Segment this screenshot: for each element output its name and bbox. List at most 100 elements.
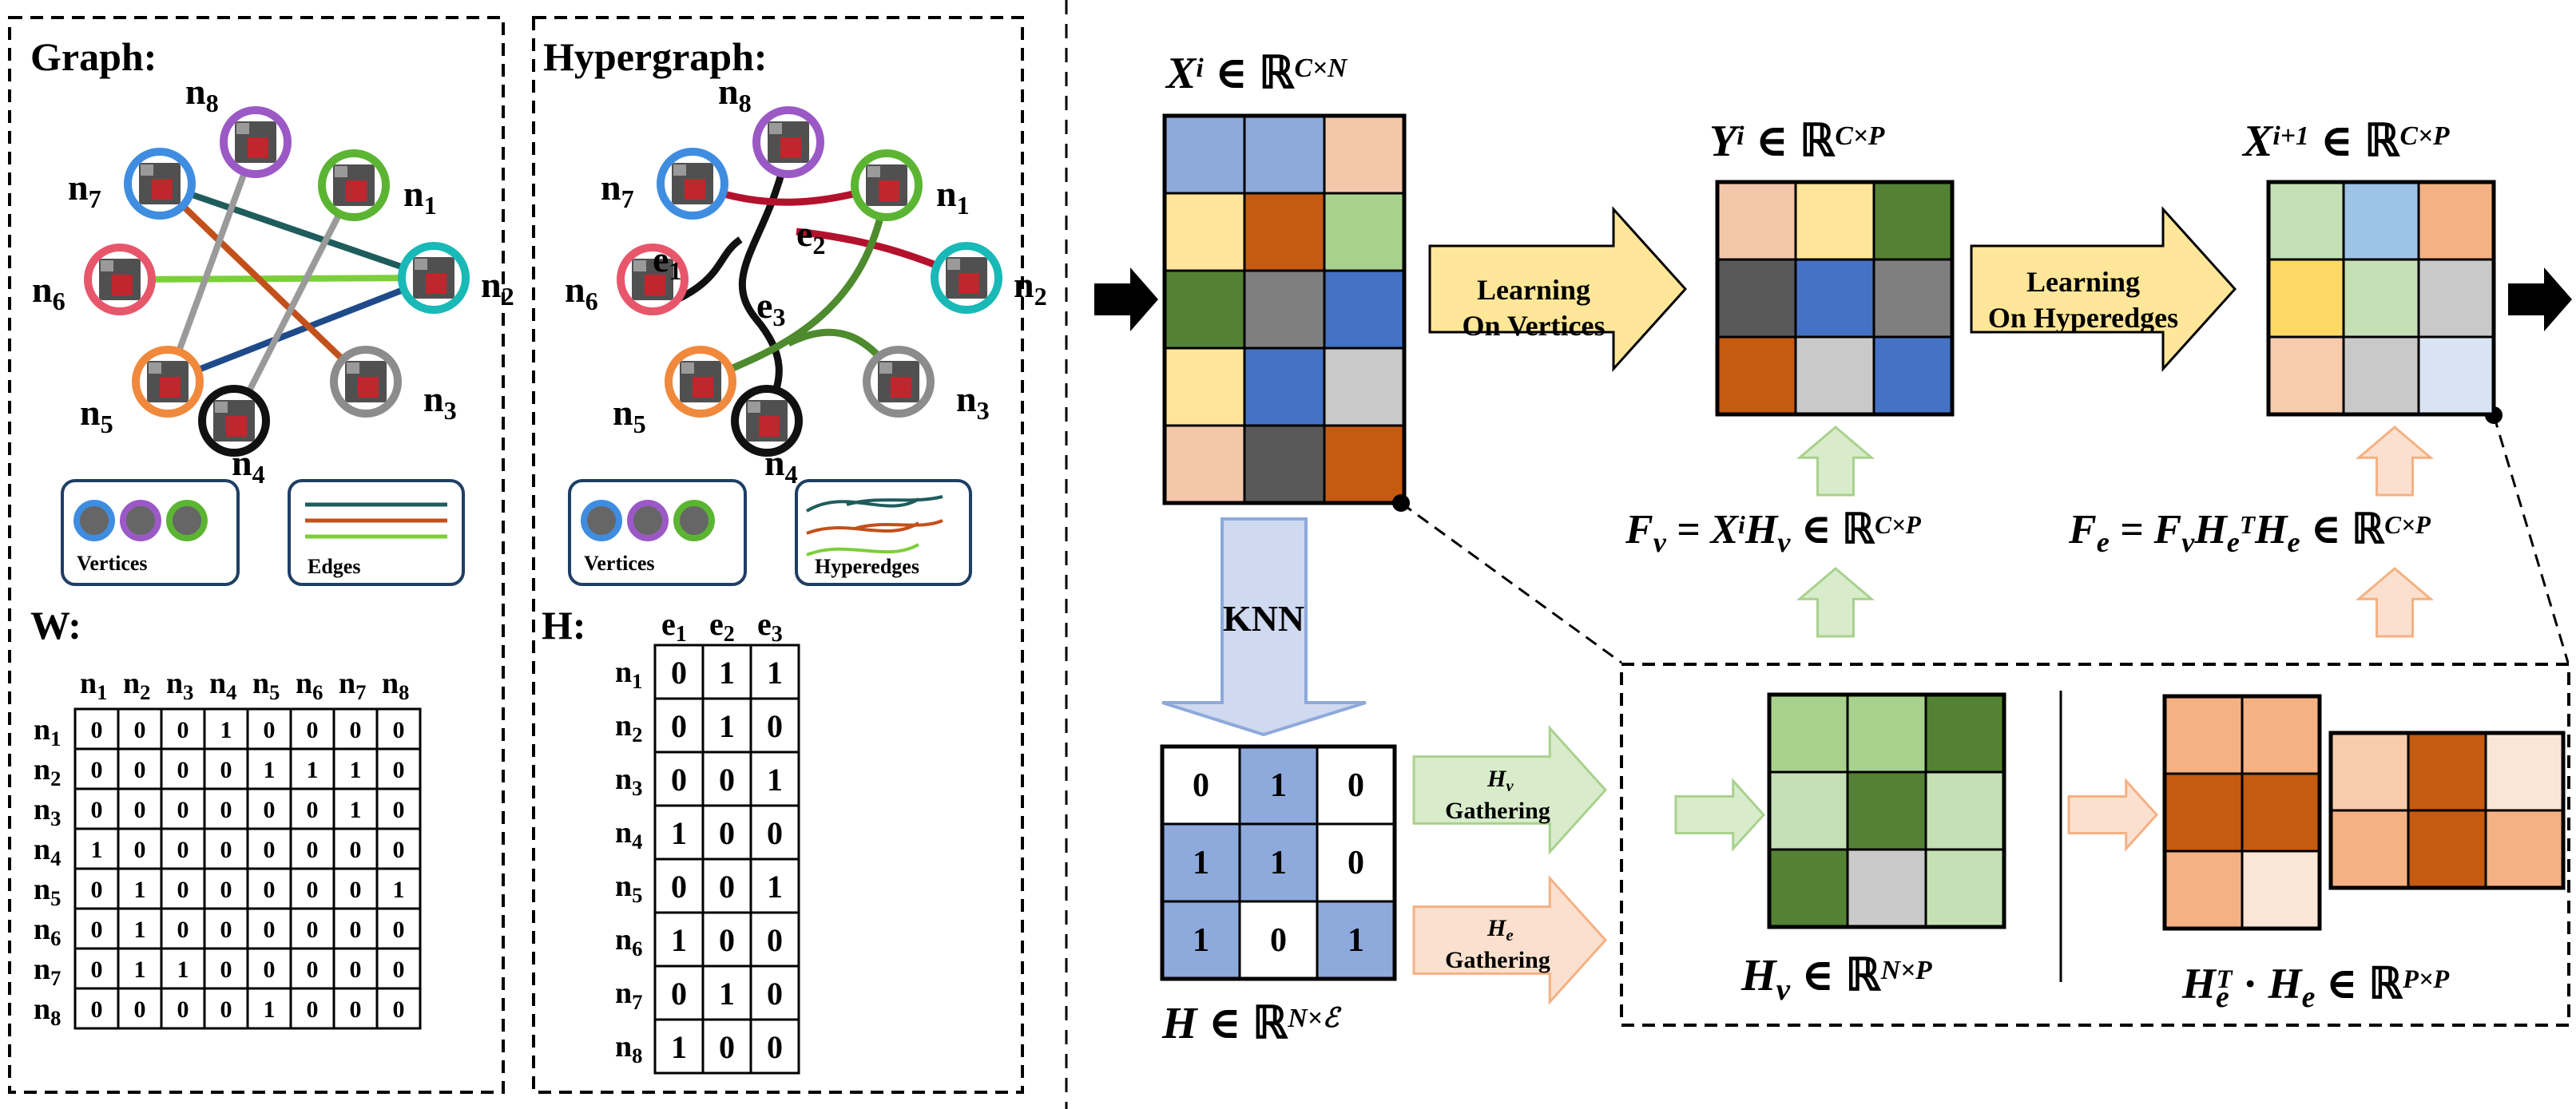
matrix-cell <box>2407 731 2487 812</box>
w-cell-value: 0 <box>134 797 146 823</box>
matrix-cell <box>2484 731 2565 812</box>
h-col-header: e1 <box>661 606 687 647</box>
legend-vertex-icon <box>73 500 115 541</box>
w-cell-value: 0 <box>307 877 319 903</box>
h-incidence-border <box>1160 744 1397 981</box>
h-cell-value: 0 <box>719 815 735 851</box>
matrix-cell <box>1768 770 1849 851</box>
w-col-header: n8 <box>382 667 409 704</box>
matrix-cell <box>1794 180 1875 261</box>
w-cell-value: 0 <box>264 957 276 983</box>
w-cell-value: 0 <box>264 837 276 863</box>
h-cell <box>653 697 705 754</box>
h-cell-value: 1 <box>767 869 783 905</box>
hyperedge-label-1: e1 <box>653 239 682 285</box>
graph-legend-vertices: Vertices <box>61 479 240 586</box>
h-cell <box>749 911 800 968</box>
w-col-header: n1 <box>80 667 107 704</box>
vertex-image-detail <box>681 362 694 374</box>
graph-edge <box>157 181 368 384</box>
h-cell-value: 1 <box>719 655 735 691</box>
w-cell-value: 0 <box>134 757 146 783</box>
h-incidence-value: 0 <box>1270 922 1287 959</box>
h-incidence-value: 0 <box>1348 845 1364 881</box>
matrix-cell <box>2329 731 2410 812</box>
w-cell-value: 1 <box>264 757 276 783</box>
h-cell-value: 0 <box>671 708 687 744</box>
knn-label: KNN <box>1223 598 1304 639</box>
matrix-cell <box>2267 180 2345 261</box>
w-cell <box>73 827 120 870</box>
he-gathering-symbol: He <box>1486 915 1514 945</box>
legend-hyperedge-line <box>806 543 919 556</box>
hyperedge-label-2: e2 <box>796 213 826 259</box>
legend-hyperedge-line <box>806 519 943 535</box>
matrix-border <box>1162 113 1407 505</box>
matrix-border <box>2162 694 2322 931</box>
matrix-cell <box>1243 347 1326 427</box>
w-cell-value: 1 <box>134 957 146 983</box>
w-cell-value: 0 <box>220 957 232 983</box>
vertex-image-detail <box>633 260 646 271</box>
vertex-label-n5: n5 <box>613 392 646 438</box>
h-incidence-value: 1 <box>1270 845 1287 881</box>
hypergraph-legend-vertices: Vertices <box>568 479 747 586</box>
vertex-label-n4: n4 <box>764 442 798 489</box>
h-col-header: e3 <box>757 606 783 647</box>
h-cell <box>701 644 752 700</box>
w-cell <box>246 787 292 830</box>
h-row-header: n1 <box>615 655 642 693</box>
zoom-line <box>1400 501 1622 664</box>
h-incidence-value: 1 <box>1193 845 1209 881</box>
w-cell-value: 0 <box>220 917 232 943</box>
h-cell-value: 1 <box>719 976 735 1012</box>
w-row-header: n4 <box>34 833 61 870</box>
vertex-image-detail <box>160 377 181 398</box>
arrow-learning-on-hyperedges <box>1970 206 2237 372</box>
vertex-label-n2: n2 <box>481 264 514 311</box>
legend-vertices-label: Vertices <box>584 552 655 575</box>
w-cell-value: 0 <box>91 717 103 743</box>
vertex-image-detail <box>947 259 960 270</box>
h-incidence-cell <box>1238 900 1319 980</box>
w-col-header: n4 <box>209 667 236 704</box>
h-cell-value: 0 <box>671 976 687 1012</box>
matrix-cell <box>1716 180 1797 261</box>
zoom-line <box>2492 414 2570 663</box>
xnext-matrix <box>2266 180 2496 417</box>
matrix-cell <box>1243 114 1326 195</box>
vertex-image-detail <box>891 377 911 398</box>
hypergraph-title: Hypergraph: <box>543 34 768 79</box>
vertex-label-n8: n8 <box>718 71 752 117</box>
vertex-label-n6: n6 <box>565 269 598 315</box>
matrix-cell <box>1163 269 1246 350</box>
matrix-cell <box>1323 114 1406 195</box>
matrix-cell <box>1243 424 1326 505</box>
legend-vertex-icon <box>581 500 622 541</box>
w-cell-value: 0 <box>91 797 103 823</box>
h-row-header: n3 <box>615 762 642 800</box>
vertex-label-n1: n1 <box>936 173 970 220</box>
graph-edge <box>158 180 435 281</box>
w-cell-value: 1 <box>220 717 232 743</box>
h-cell-value: 0 <box>767 815 783 851</box>
w-col-header: n2 <box>123 667 150 704</box>
graph-legend-edges: Edges <box>288 479 465 586</box>
w-cell-value: 1 <box>350 757 362 783</box>
hyperedge-e3 <box>699 184 891 386</box>
w-cell <box>160 907 206 950</box>
he-matrix <box>2328 731 2566 890</box>
w-matrix-title: W: <box>30 603 81 648</box>
w-cell-value: 0 <box>220 797 232 823</box>
hv-gathering-symbol: Hv <box>1486 766 1514 795</box>
w-cell <box>289 867 335 910</box>
legend-vertex-icon <box>166 500 208 541</box>
hypergraph-vertex-n1: n1 <box>851 149 970 221</box>
w-cell-value: 0 <box>134 717 146 743</box>
w-cell-value: 0 <box>177 837 189 863</box>
h-cell-value: 1 <box>671 815 687 851</box>
matrix-border <box>2328 731 2566 890</box>
vertex-image-detail <box>693 377 713 398</box>
vertex-image-detail <box>236 123 249 134</box>
matrix-cell <box>2163 695 2244 775</box>
